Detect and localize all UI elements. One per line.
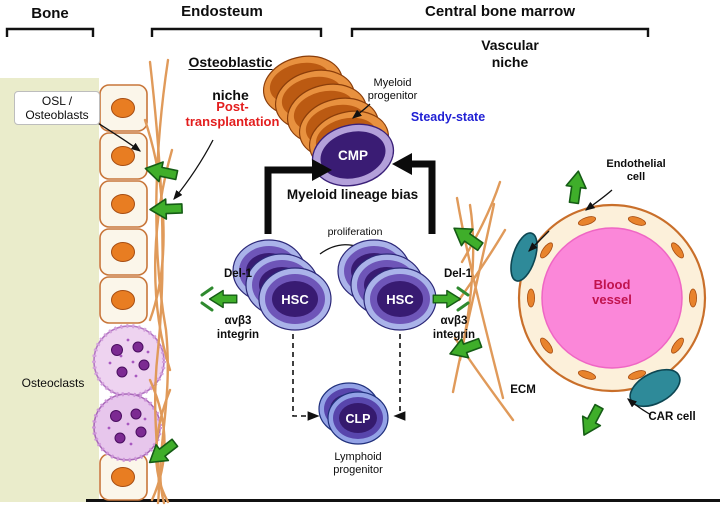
bottom-rule <box>86 499 720 502</box>
annotation-arrows <box>92 103 652 416</box>
del1-right-label: Del-1 <box>443 268 473 280</box>
endothelial-cell-label: Endothelial cell <box>606 158 666 183</box>
car-cell-label: CAR cell <box>648 411 696 423</box>
hsc-cell <box>363 267 437 331</box>
fiber <box>451 202 496 394</box>
myeloid-progenitor-label: Myeloid progenitor <box>367 77 418 102</box>
post-transplant-pointer-arrow <box>173 139 214 201</box>
blood-vessel-label: Blood vessel <box>592 277 632 308</box>
osteoblastic-niche-line2: niche <box>212 86 249 103</box>
osteoclasts-label: Osteoclasts <box>21 376 85 390</box>
cmp-cell <box>311 123 395 187</box>
clp-stack <box>318 382 389 445</box>
proliferation-label: proliferation <box>327 226 383 238</box>
myeloid-progenitor-stack <box>262 55 395 187</box>
hsc-left-label: HSC <box>281 292 309 307</box>
blood-vessel <box>510 203 707 408</box>
osteoblast-cell <box>99 84 148 132</box>
osteoblast-cell <box>99 276 148 324</box>
osteoblast-cell <box>99 180 148 228</box>
post-transplantation-label: Post- transplantation <box>185 99 280 130</box>
green-arrow-icon <box>574 401 609 441</box>
vascular-niche-label: Vascular niche <box>481 37 539 70</box>
integrin-right-label: αvβ3 integrin <box>432 315 476 341</box>
vessel-lumen <box>541 227 683 369</box>
osteoclast-cells <box>92 324 166 462</box>
car-left-pointer-arrow <box>528 230 550 252</box>
lymphoid-differentiation-arrows <box>292 334 406 421</box>
green-arrow-icon <box>148 197 184 221</box>
del1-arrow-right-icon <box>432 289 462 309</box>
osteoblast-cell <box>99 228 148 276</box>
hsc-right-label: HSC <box>386 292 414 307</box>
lymphoid-progenitor-label: Lymphoid progenitor <box>333 451 383 476</box>
del1-arrow-left-icon <box>208 289 238 309</box>
endothelial-nuclei <box>526 216 698 380</box>
central-bone-marrow-region-label: Central bone marrow <box>424 3 576 20</box>
green-arrow-icon <box>563 168 590 206</box>
integrin-right-icon <box>456 286 470 312</box>
del1-left-label: Del-1 <box>223 268 253 280</box>
right-bias-arrow <box>412 160 436 234</box>
osteoclast-cell <box>92 392 162 462</box>
endosteum-region-label: Endosteum <box>181 3 263 20</box>
bone-matrix <box>0 78 99 502</box>
left-bias-arrow <box>264 166 312 234</box>
bone-region-label: Bone <box>31 5 69 22</box>
integrin-left-icon <box>200 286 214 312</box>
cmp-label: CMP <box>338 148 368 163</box>
hsc-cell <box>258 267 332 331</box>
car-pointer-arrow <box>627 398 652 416</box>
ecm-label: ECM <box>510 384 536 396</box>
osteoblast-cells <box>99 84 148 501</box>
endothelial-pointer-arrow <box>584 189 613 211</box>
region-brackets <box>5 27 650 37</box>
osl-osteoblasts-label: OSL / Osteoblasts <box>14 91 100 126</box>
fiber <box>460 180 502 264</box>
clp-label: CLP <box>346 412 371 426</box>
myeloid-bias-arrows <box>264 153 436 234</box>
osteoblastic-niche-line1: Osteoblastic <box>188 53 273 70</box>
integrin-left-label: αvβ3 integrin <box>216 315 260 341</box>
hsc-stack-left <box>232 239 332 331</box>
hsc-stack-right <box>337 239 437 331</box>
fiber <box>455 196 505 400</box>
clp-cell <box>327 391 389 445</box>
steady-state-label: Steady-state <box>410 110 486 124</box>
central-marrow-bracket <box>350 27 650 37</box>
osteoblastic-niche-label: Osteoblastic niche <box>158 37 303 120</box>
myeloid-lineage-bias-label: Myeloid lineage bias <box>286 187 419 202</box>
fiber <box>148 378 166 502</box>
myeloid-progenitor-pointer-arrow <box>351 103 371 119</box>
endosteum-bracket <box>150 27 323 37</box>
bone-bracket <box>5 27 95 37</box>
